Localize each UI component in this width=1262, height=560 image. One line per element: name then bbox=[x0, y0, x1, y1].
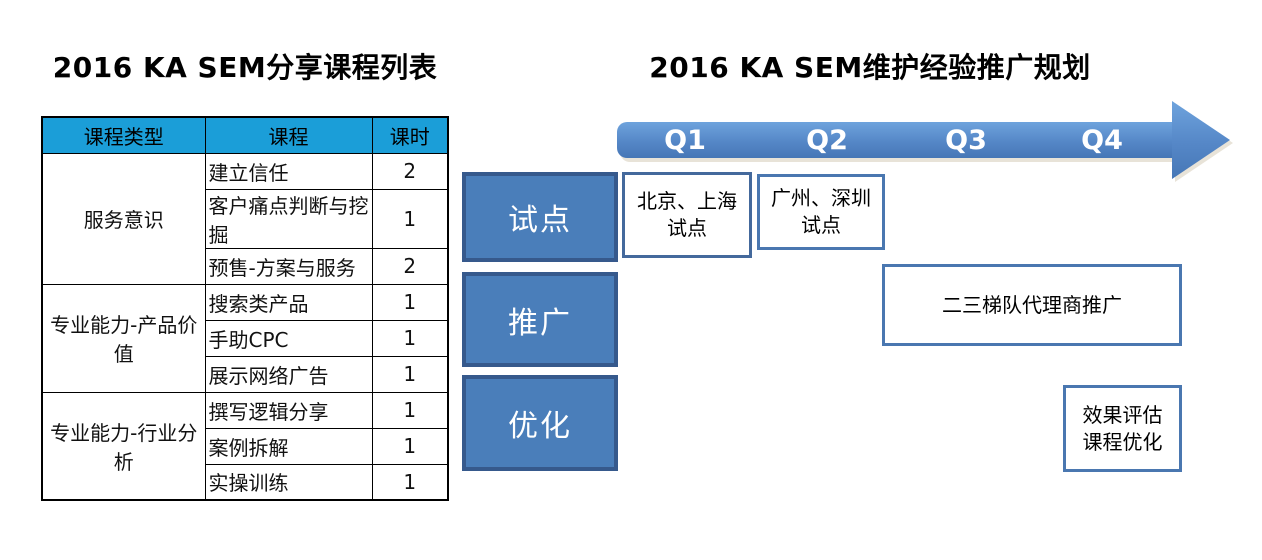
course-cell: 实操训练 bbox=[204, 463, 373, 501]
table-row: 服务意识 建立信任 2 bbox=[41, 152, 449, 285]
stage-box-optimization: 优化 bbox=[462, 375, 618, 471]
hours-cell: 1 bbox=[371, 463, 449, 501]
plan-note-guangzhou-shenzhen: 广州、深圳 试点 bbox=[757, 174, 885, 250]
course-cell: 客户痛点判断与挖掘 bbox=[204, 188, 373, 249]
course-type-cell: 专业能力-产品价值 bbox=[41, 283, 206, 393]
table-row: 预售-方案与服务 2 bbox=[42, 247, 449, 285]
table-header-row: 课程类型 课程 课时 bbox=[41, 116, 449, 154]
course-cell: 展示网络广告 bbox=[204, 355, 373, 393]
hours-cell: 1 bbox=[371, 188, 449, 249]
hours-cell: 2 bbox=[371, 247, 449, 285]
hours-cell: 1 bbox=[371, 355, 449, 393]
course-cell: 搜索类产品 bbox=[204, 283, 373, 321]
table-row: 专业能力-行业分析 撰写逻辑分享 1 bbox=[41, 391, 449, 501]
stage-box-pilot: 试点 bbox=[462, 172, 618, 262]
plan-note-evaluation: 效果评估 课程优化 bbox=[1063, 385, 1182, 472]
quarter-label-q3: Q3 bbox=[945, 125, 987, 156]
col-header-hours: 课时 bbox=[371, 116, 449, 154]
stage-box-promotion: 推广 bbox=[462, 272, 618, 367]
quarter-label-q2: Q2 bbox=[806, 125, 848, 156]
course-cell: 建立信任 bbox=[204, 152, 373, 190]
table-row: 展示网络广告 1 bbox=[42, 355, 449, 393]
course-cell: 撰写逻辑分享 bbox=[204, 391, 373, 429]
timeline-arrow bbox=[617, 122, 1174, 158]
hours-cell: 1 bbox=[371, 427, 449, 465]
col-header-course: 课程 bbox=[204, 116, 373, 154]
left-section-title: 2016 KA SEM分享课程列表 bbox=[52, 51, 438, 84]
table-row: 手助CPC 1 bbox=[42, 319, 449, 357]
quarter-label-q4: Q4 bbox=[1081, 125, 1123, 156]
course-cell: 预售-方案与服务 bbox=[204, 247, 373, 285]
course-cell: 手助CPC bbox=[204, 319, 373, 357]
course-type-cell: 专业能力-行业分析 bbox=[41, 391, 206, 501]
course-cell: 案例拆解 bbox=[204, 427, 373, 465]
col-header-course-type: 课程类型 bbox=[41, 116, 206, 154]
table-row: 专业能力-产品价值 搜索类产品 1 bbox=[41, 283, 449, 393]
course-table: 课程类型 课程 课时 服务意识 建立信任 2 客户痛点判断与挖掘 1 预售-方案… bbox=[41, 116, 449, 501]
timeline-arrowhead-icon bbox=[1172, 101, 1230, 179]
table-row: 实操训练 1 bbox=[42, 463, 449, 501]
plan-note-beijing-shanghai: 北京、上海 试点 bbox=[622, 172, 752, 258]
hours-cell: 1 bbox=[371, 283, 449, 321]
hours-cell: 2 bbox=[371, 152, 449, 190]
table-row: 客户痛点判断与挖掘 1 bbox=[42, 188, 449, 249]
quarter-label-q1: Q1 bbox=[664, 125, 706, 156]
hours-cell: 1 bbox=[371, 391, 449, 429]
hours-cell: 1 bbox=[371, 319, 449, 357]
right-section-title: 2016 KA SEM维护经验推广规划 bbox=[649, 51, 1091, 84]
course-type-cell: 服务意识 bbox=[41, 152, 206, 285]
plan-note-tier-agents: 二三梯队代理商推广 bbox=[882, 264, 1182, 346]
table-row: 案例拆解 1 bbox=[42, 427, 449, 465]
